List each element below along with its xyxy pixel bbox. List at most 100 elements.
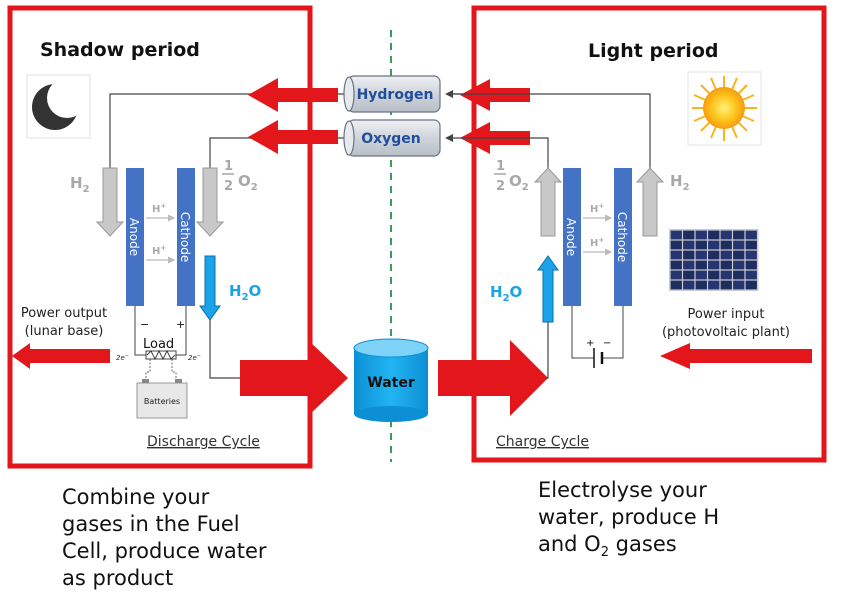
moon-icon	[26, 74, 91, 139]
solar-cell	[695, 230, 707, 240]
proton-label-right-2: H+	[590, 236, 604, 249]
cathode-right	[614, 168, 632, 306]
left-caption-line-1: Combine your	[62, 485, 210, 509]
resistor-zigzag	[146, 349, 176, 361]
solar-cell	[670, 230, 682, 240]
half-o2-label-left: 1 2 O2	[222, 159, 258, 194]
power-output-arrow	[12, 343, 110, 369]
solar-cell	[708, 230, 720, 240]
batteries-label: Batteries	[144, 397, 180, 406]
water-outflow-arrow	[199, 255, 221, 321]
shadow-period-frame	[7, 5, 313, 469]
h2-outflow-arrow	[635, 167, 665, 237]
electron-label-left: 2e−	[116, 353, 129, 362]
solar-cell	[695, 240, 707, 250]
power-input-label-2: (photovoltaic plant)	[662, 325, 790, 340]
solar-cell	[670, 270, 682, 280]
battery-terminal-1	[142, 379, 149, 383]
power-output-label-1: Power output	[21, 306, 107, 321]
proton-label-left-2: H+	[152, 244, 166, 257]
anode-left	[126, 168, 144, 306]
oxygen-tank-label: Oxygen	[361, 131, 421, 147]
discharge-cycle-label: Discharge Cycle	[147, 434, 260, 450]
water-tank-label: Water	[367, 375, 415, 391]
solar-cell	[720, 270, 732, 280]
solar-cell	[745, 230, 757, 240]
circuit-wire-right-cathode	[602, 306, 624, 359]
h2-label-right: H2	[670, 172, 690, 193]
h2-inflow-arrow	[95, 167, 125, 237]
dc-minus-sign: −	[603, 338, 611, 349]
solar-cell	[683, 240, 695, 250]
left-caption: Combine your gases in the Fuel Cell, pro…	[62, 484, 267, 592]
solar-cell	[720, 260, 732, 270]
anode-right	[563, 168, 581, 306]
svg-text:O2: O2	[238, 172, 258, 193]
dc-plus-sign: +	[586, 338, 594, 349]
batteries-box	[136, 382, 188, 419]
svg-text:2: 2	[496, 179, 505, 194]
power-input-arrow	[660, 343, 812, 369]
right-caption-line-3: and O2 gases	[538, 532, 677, 561]
oxygen-line-arrowhead	[445, 134, 453, 142]
sun-icon	[687, 71, 762, 146]
solar-cell	[683, 250, 695, 260]
solar-cell	[670, 240, 682, 250]
water-to-tank-arrow	[240, 340, 348, 416]
svg-text:O2: O2	[509, 172, 529, 193]
light-period-frame	[471, 5, 827, 463]
o2-outflow-arrow	[533, 167, 563, 237]
solar-cell	[695, 260, 707, 270]
solar-cell	[733, 270, 745, 280]
water-from-tank-arrow	[438, 340, 548, 416]
hydrogen-line-right	[451, 93, 651, 170]
electron-label-right: 2e−	[188, 353, 201, 362]
solar-cell	[745, 270, 757, 280]
h2o-label-right: H2O	[490, 283, 522, 304]
solar-cell	[733, 230, 745, 240]
power-output-label-2: (lunar base)	[25, 324, 104, 339]
half-o2-label-right: 1 2 O2	[494, 159, 529, 194]
solar-cell	[670, 260, 682, 270]
hydrogen-tank-label: Hydrogen	[357, 87, 434, 103]
solar-cell	[708, 280, 720, 290]
charge-cycle-label: Charge Cycle	[496, 434, 589, 450]
cathode-label-left: Cathode	[178, 212, 192, 262]
anode-label-left: Anode	[127, 218, 141, 256]
cathode-label-right: Cathode	[615, 212, 629, 262]
shadow-period-title: Shadow period	[40, 39, 200, 61]
solar-cell	[733, 240, 745, 250]
anode-label-right: Anode	[564, 218, 578, 256]
cathode-plus-sign: +	[176, 318, 185, 331]
battery-wire-1	[145, 359, 151, 383]
solar-cell	[695, 250, 707, 260]
light-period-title: Light period	[588, 40, 718, 62]
solar-cell	[683, 260, 695, 270]
svg-text:2: 2	[224, 179, 233, 194]
solar-cell	[708, 240, 720, 250]
battery-wire-2	[171, 359, 177, 383]
water-inflow-arrow	[537, 255, 559, 323]
solar-cell	[733, 260, 745, 270]
solar-cell	[670, 250, 682, 260]
left-caption-line-3: Cell, produce water	[62, 539, 267, 563]
h2-label-left: H2	[70, 174, 90, 195]
hydrogen-supply-arrow-left	[248, 78, 338, 112]
right-caption-line-2: water, produce H	[538, 505, 720, 529]
hydrogen-tank: Hydrogen	[343, 75, 441, 113]
water-line-right	[546, 322, 549, 379]
solar-cell	[733, 250, 745, 260]
solar-cell	[720, 250, 732, 260]
svg-text:1: 1	[224, 159, 233, 174]
solar-cell	[708, 260, 720, 270]
solar-cell	[733, 280, 745, 290]
h2o-label-left: H2O	[229, 282, 261, 303]
solar-cell	[670, 280, 682, 290]
solar-cell	[695, 280, 707, 290]
right-caption: Electrolyse your water, produce H and O2…	[538, 477, 719, 566]
cathode-left	[177, 168, 195, 306]
anode-minus-sign: −	[140, 318, 149, 331]
load-label: Load	[143, 337, 174, 352]
circuit-wire-right-anode	[571, 306, 594, 359]
